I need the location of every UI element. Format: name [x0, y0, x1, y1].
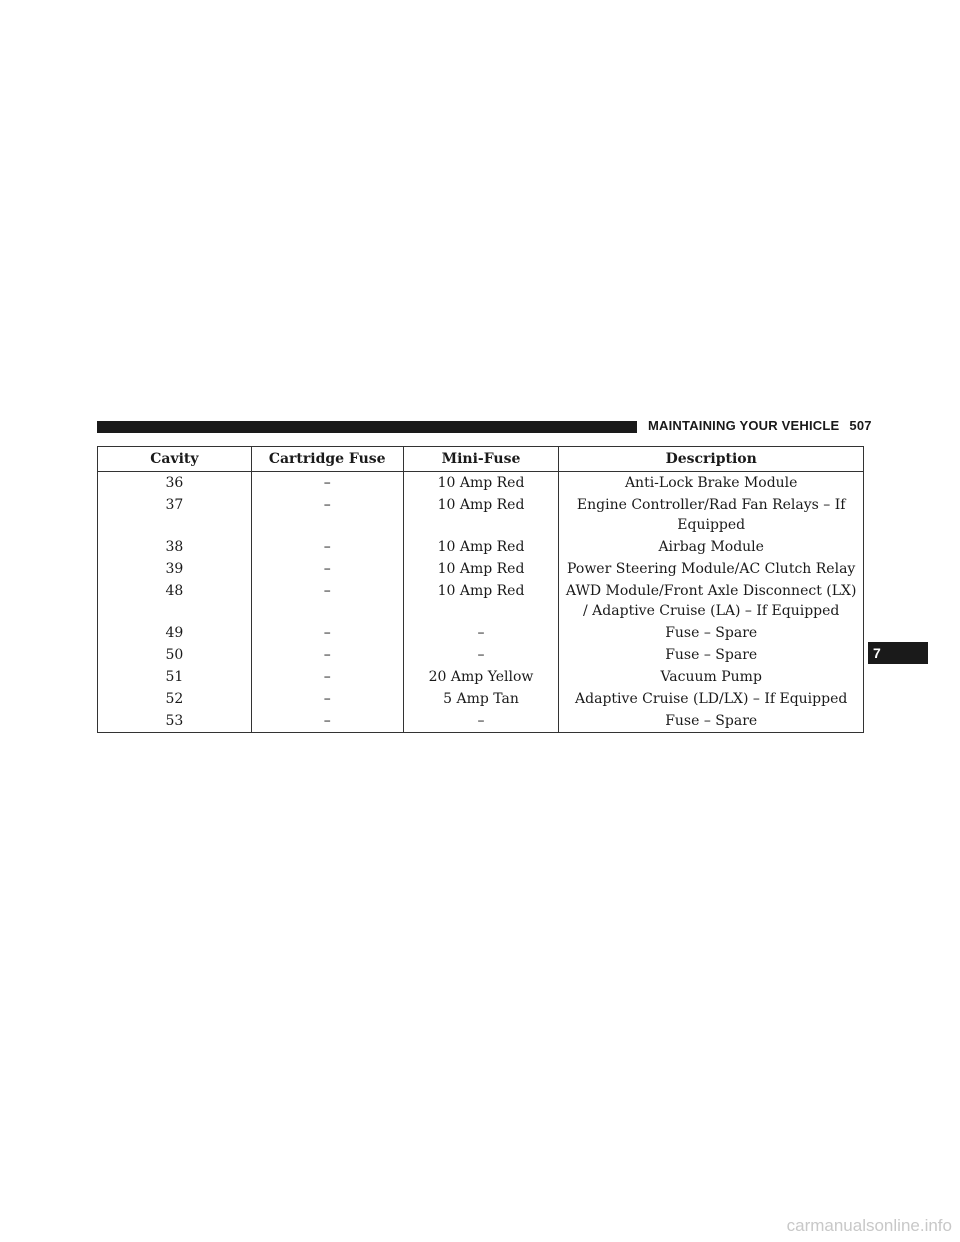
section-title: MAINTAINING YOUR VEHICLE	[648, 418, 840, 433]
cell-cavity: 39	[97, 558, 252, 580]
cell-description: AWD Module/Front Axle Disconnect (LX) / …	[558, 580, 864, 622]
table-row: 39 – 10 Amp Red Power Steering Module/AC…	[97, 558, 864, 580]
cell-cartridge-fuse: –	[250, 471, 404, 494]
cell-cartridge-fuse: –	[250, 688, 404, 710]
cell-cavity: 51	[97, 666, 252, 688]
table-row: 53 – – Fuse – Spare	[97, 710, 864, 733]
cell-cartridge-fuse: –	[250, 644, 404, 666]
table-row: 51 – 20 Amp Yellow Vacuum Pump	[97, 666, 864, 688]
cell-mini-fuse: 10 Amp Red	[402, 580, 560, 622]
cell-description: Engine Controller/Rad Fan Relays – If Eq…	[558, 494, 864, 536]
table-row: 50 – – Fuse – Spare	[97, 644, 864, 666]
cell-description: Power Steering Module/AC Clutch Relay	[558, 558, 864, 580]
table-row: 36 – 10 Amp Red Anti-Lock Brake Module	[97, 471, 864, 494]
cell-cavity: 36	[97, 471, 252, 494]
column-header-mini-fuse: Mini-Fuse	[402, 446, 560, 472]
table-row: 38 – 10 Amp Red Airbag Module	[97, 536, 864, 558]
cell-cavity: 38	[97, 536, 252, 558]
cell-cavity: 50	[97, 644, 252, 666]
cell-cartridge-fuse: –	[250, 494, 404, 536]
cell-mini-fuse: –	[402, 644, 560, 666]
cell-mini-fuse: 20 Amp Yellow	[402, 666, 560, 688]
cell-description: Adaptive Cruise (LD/LX) – If Equipped	[558, 688, 864, 710]
running-header: MAINTAINING YOUR VEHICLE 507	[648, 418, 872, 433]
table-row: 49 – – Fuse – Spare	[97, 622, 864, 644]
cell-cartridge-fuse: –	[250, 558, 404, 580]
page-number: 507	[849, 418, 872, 433]
cell-cartridge-fuse: –	[250, 622, 404, 644]
column-header-cartridge-fuse: Cartridge Fuse	[250, 446, 404, 472]
chapter-tab: 7	[868, 642, 928, 664]
cell-description: Anti-Lock Brake Module	[558, 471, 864, 494]
cell-mini-fuse: 10 Amp Red	[402, 494, 560, 536]
cell-description: Airbag Module	[558, 536, 864, 558]
cell-mini-fuse: 10 Amp Red	[402, 536, 560, 558]
cell-description: Fuse – Spare	[558, 622, 864, 644]
cell-cavity: 52	[97, 688, 252, 710]
cell-mini-fuse: 5 Amp Tan	[402, 688, 560, 710]
cell-description: Fuse – Spare	[558, 710, 864, 733]
cell-description: Fuse – Spare	[558, 644, 864, 666]
cell-cavity: 53	[97, 710, 252, 733]
table-row: 37 – 10 Amp Red Engine Controller/Rad Fa…	[97, 494, 864, 536]
column-header-description: Description	[558, 446, 864, 472]
fuse-table: Cavity Cartridge Fuse Mini-Fuse Descript…	[97, 446, 864, 733]
cell-mini-fuse: –	[402, 622, 560, 644]
cell-mini-fuse: –	[402, 710, 560, 733]
table-row: 52 – 5 Amp Tan Adaptive Cruise (LD/LX) –…	[97, 688, 864, 710]
cell-cartridge-fuse: –	[250, 666, 404, 688]
cell-mini-fuse: 10 Amp Red	[402, 471, 560, 494]
cell-cartridge-fuse: –	[250, 710, 404, 733]
cell-cartridge-fuse: –	[250, 580, 404, 622]
header-rule	[97, 421, 637, 433]
cell-description: Vacuum Pump	[558, 666, 864, 688]
cell-mini-fuse: 10 Amp Red	[402, 558, 560, 580]
cell-cavity: 49	[97, 622, 252, 644]
watermark: carmanualsonline.info	[786, 1216, 952, 1235]
cell-cavity: 37	[97, 494, 252, 536]
table-header-row: Cavity Cartridge Fuse Mini-Fuse Descript…	[97, 446, 864, 472]
cell-cartridge-fuse: –	[250, 536, 404, 558]
cell-cavity: 48	[97, 580, 252, 622]
column-header-cavity: Cavity	[97, 446, 252, 472]
table-row: 48 – 10 Amp Red AWD Module/Front Axle Di…	[97, 580, 864, 622]
